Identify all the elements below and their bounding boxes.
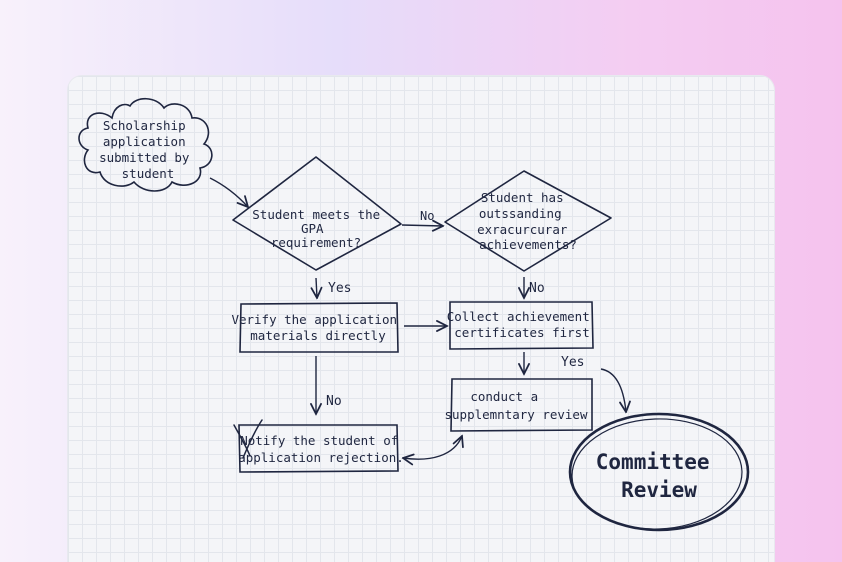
edge-label-gpa-no: No (420, 209, 434, 223)
collect-line-2: certificates first (454, 325, 589, 340)
committee-node: Committee Review (568, 412, 750, 532)
gpa-diamond-shape (232, 156, 402, 271)
extra-line-4: achievements? (479, 237, 577, 252)
start-line-2: application (103, 134, 186, 149)
gpa-decision-node: Student meets the GPA requirement? (232, 156, 402, 271)
svg-text:Student meets the GPA: Student meets the GPA requirement? (252, 207, 387, 250)
start-line-3: submitted by (99, 150, 190, 165)
edge-label-verify-no: No (326, 394, 342, 409)
svg-text:Notify the student of: Notify the student of application reject… (238, 433, 406, 465)
svg-text:Student has outssandin: Student has outssanding exracurcurar ach… (477, 190, 577, 252)
svg-text:Committee Review: Committee Review (596, 450, 722, 502)
extra-line-1: Student has (481, 190, 564, 205)
supplementary-box-shape (450, 378, 593, 432)
committee-line-1: Committee (596, 450, 710, 474)
arrow-gpa-no (401, 225, 443, 226)
collect-line-1: Collect achievement (447, 309, 590, 324)
verify-line-1: Verify the application (231, 312, 397, 327)
notify-node: Notify the student of application reject… (233, 419, 406, 473)
extracurricular-diamond-shape (444, 170, 612, 272)
start-node: Scholarship application submitted by stu… (78, 97, 213, 192)
notify-line-2: application rejection. (238, 450, 404, 465)
verify-line-2: materials directly (250, 328, 386, 343)
start-cloud-shape (78, 97, 213, 192)
extra-line-3: exracurcurar (477, 222, 568, 237)
edge-label-collect-yes: Yes (561, 355, 584, 370)
collect-box-shape (449, 301, 594, 350)
extra-line-2: outssanding (479, 206, 562, 221)
whiteboard-sheet (68, 76, 774, 562)
committee-line-2: Review (621, 478, 697, 502)
svg-text:Verify the application: Verify the application materials directl… (231, 312, 404, 343)
notify-box-shape (238, 424, 399, 473)
svg-text:Collect achievement ce: Collect achievement certificates first (447, 309, 598, 340)
start-line-1: Scholarship (103, 118, 186, 133)
arrow-to-committee (600, 368, 626, 412)
gpa-line-3: requirement? (271, 235, 361, 250)
gpa-line-1: Student meets the (252, 207, 380, 222)
committee-ellipse-outer (568, 412, 750, 532)
start-line-4: student (122, 166, 175, 181)
extracurricular-decision-node: Student has outssanding exracurcurar ach… (444, 170, 612, 272)
edge-label-gpa-yes: Yes (328, 281, 351, 296)
verify-box-shape (239, 302, 399, 353)
cross-mark-icon (233, 419, 263, 459)
edge-label-extra-no: No (529, 281, 545, 296)
gpa-line-2: GPA (301, 221, 324, 236)
arrow-start-to-gpa (209, 177, 248, 207)
supplementary-node: conduct a supplemntary review (445, 378, 593, 432)
svg-text:Scholarship applicatio: Scholarship application submitted by stu… (99, 118, 197, 181)
arrow-notify-supplementary (403, 436, 462, 459)
collect-node: Collect achievement certificates first (447, 301, 598, 350)
supplementary-line-2: supplemntary review (445, 407, 588, 422)
svg-text:conduct a supplemntary: conduct a supplemntary review (445, 389, 588, 422)
arrow-gpa-yes (316, 277, 317, 298)
verify-node: Verify the application materials directl… (231, 302, 404, 353)
notify-line-1: Notify the student of (240, 433, 398, 448)
committee-ellipse-inner (571, 418, 743, 530)
supplementary-line-1: conduct a (470, 389, 538, 404)
